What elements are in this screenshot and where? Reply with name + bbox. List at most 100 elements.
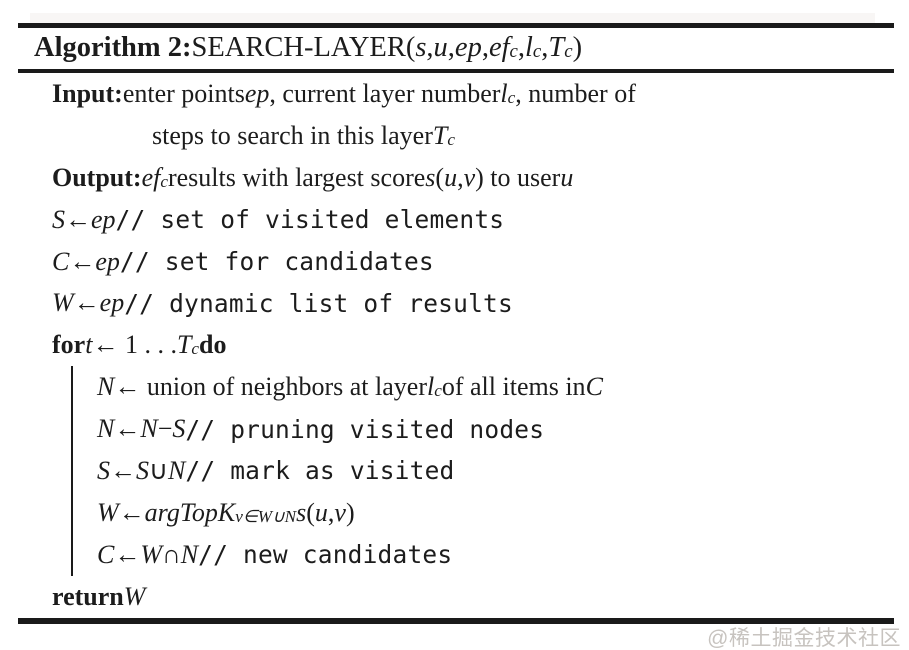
- text-segment: ∩: [162, 539, 181, 569]
- code-comment: // new candidates: [198, 540, 453, 570]
- text-segment: S: [136, 455, 149, 485]
- text-segment: ←: [110, 455, 136, 485]
- subscript: c: [447, 129, 455, 149]
- text-segment: SEARCH-LAYER(: [191, 32, 416, 63]
- text-segment: C: [97, 539, 115, 569]
- text-segment: s: [296, 497, 307, 527]
- text-segment: ,: [517, 32, 525, 63]
- text-segment: S: [52, 204, 65, 234]
- text-segment: ,: [481, 32, 489, 63]
- text-segment: N: [180, 539, 199, 569]
- text-segment: for: [52, 330, 86, 360]
- algorithm-body: Input: enter points ep, current layer nu…: [0, 73, 909, 618]
- text-segment: ∪: [149, 455, 169, 485]
- code-comment: // mark as visited: [185, 456, 455, 486]
- text-segment: argTopK: [144, 497, 236, 527]
- text-segment: ep: [99, 288, 125, 318]
- text-segment: u: [560, 162, 574, 192]
- text-segment: s: [425, 162, 436, 192]
- algorithm-line: S ← ep // set of visited elements: [0, 199, 909, 241]
- top-rule: [18, 23, 894, 28]
- text-segment: T: [432, 120, 448, 150]
- text-segment: ep: [454, 32, 482, 63]
- text-segment: T: [176, 330, 192, 360]
- text-segment: S: [97, 455, 110, 485]
- text-segment: ,: [447, 32, 455, 63]
- subscript: v∈W∪N: [235, 506, 297, 526]
- text-segment: S: [172, 414, 186, 444]
- text-segment: l: [500, 78, 508, 108]
- text-segment: C: [52, 246, 70, 276]
- text-segment: l: [525, 32, 533, 63]
- algorithm-line: W ← ep // dynamic list of results: [0, 282, 909, 324]
- text-segment: W: [97, 497, 119, 527]
- text-segment: ): [345, 497, 355, 527]
- text-segment: , current layer number: [269, 78, 501, 108]
- subscript: c: [434, 381, 442, 401]
- text-segment: ← 1 . . .: [92, 330, 177, 360]
- text-segment: ←: [73, 288, 100, 318]
- text-segment: W: [123, 581, 146, 611]
- text-segment: Input:: [52, 78, 123, 108]
- text-segment: v: [334, 497, 346, 527]
- text-segment: W: [52, 288, 74, 318]
- text-segment: (: [435, 162, 445, 192]
- text-segment: results with largest score: [167, 162, 426, 192]
- text-segment: u: [314, 497, 328, 527]
- text-segment: steps to search in this layer: [152, 120, 433, 150]
- text-segment: N: [140, 414, 158, 444]
- algorithm-line: Input: enter points ep, current layer nu…: [0, 73, 909, 115]
- text-segment: ) to user: [475, 162, 561, 192]
- code-comment: // set of visited elements: [115, 205, 505, 235]
- algorithm-line: return W: [0, 576, 909, 618]
- text-segment: t: [85, 330, 93, 360]
- text-segment: v: [463, 162, 476, 192]
- subscript: c: [160, 171, 168, 191]
- text-segment: ←: [114, 414, 141, 444]
- text-segment: ,: [541, 32, 549, 63]
- watermark: @稀土掘金技术社区: [707, 627, 901, 650]
- text-segment: , number of: [515, 78, 636, 108]
- text-segment: u: [444, 162, 458, 192]
- subscript: c: [532, 41, 542, 63]
- text-segment: N: [168, 455, 186, 485]
- text-segment: ep: [244, 78, 270, 108]
- text-segment: s: [415, 32, 427, 63]
- text-segment: ef: [488, 32, 510, 63]
- bottom-rule: [18, 618, 894, 624]
- text-segment: ,: [426, 32, 434, 63]
- text-segment: ): [572, 32, 583, 63]
- code-comment: // dynamic list of results: [124, 288, 513, 318]
- text-segment: ep: [91, 204, 116, 234]
- text-segment: (: [306, 497, 315, 527]
- text-segment: of all items in: [441, 372, 586, 402]
- text-segment: ←: [118, 497, 145, 527]
- algorithm-line: N ← N − S // pruning visited nodes: [97, 408, 909, 450]
- text-segment: ←: [114, 539, 141, 569]
- text-segment: Output:: [52, 162, 142, 192]
- code-comment: // pruning visited nodes: [185, 414, 545, 444]
- text-segment: ← union of neighbors at layer: [114, 372, 427, 402]
- text-segment: l: [427, 372, 435, 402]
- text-segment: T: [548, 32, 565, 63]
- text-segment: W: [140, 539, 163, 569]
- text-segment: do: [199, 330, 227, 360]
- text-segment: enter points: [122, 78, 245, 108]
- text-segment: C: [585, 372, 603, 402]
- text-segment: ←: [69, 246, 96, 276]
- code-comment: // set for candidates: [119, 247, 434, 276]
- text-segment: ef: [141, 162, 161, 192]
- subscript: c: [507, 87, 516, 107]
- text-segment: N: [97, 414, 115, 444]
- subscript: c: [509, 41, 518, 63]
- mid-rule: [18, 69, 894, 73]
- text-segment: ,: [457, 162, 464, 192]
- algorithm-line: C ← W ∩ N // new candidates: [97, 534, 909, 576]
- text-segment: ←: [65, 204, 91, 234]
